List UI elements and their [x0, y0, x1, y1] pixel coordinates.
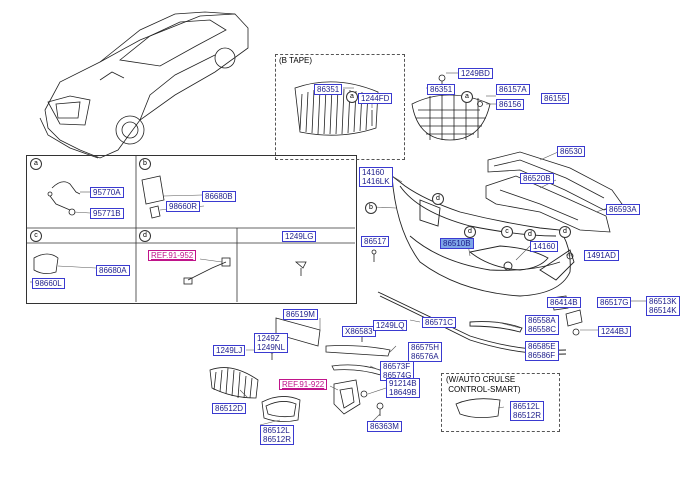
part-label-86512D[interactable]: 86512D: [212, 403, 247, 414]
part-label-86519M[interactable]: 86519M: [283, 309, 318, 320]
part-label-86517[interactable]: 86517: [361, 236, 390, 247]
part-label-86680B[interactable]: 86680B: [202, 191, 236, 202]
car-illustration: [39, 11, 249, 159]
part-label-91214B-18649B[interactable]: 91214B 18649B: [386, 378, 420, 398]
section-d-marker: d: [139, 230, 151, 242]
part-label-14160[interactable]: 14160: [530, 241, 559, 252]
callout-d-3: d: [524, 229, 536, 241]
part-label-86351-left[interactable]: 86351: [314, 84, 343, 95]
section-b-marker: b: [139, 158, 151, 170]
part-label-98660R[interactable]: 98660R: [166, 201, 201, 212]
part-label-86155[interactable]: 86155: [541, 93, 570, 104]
part-label-95771B[interactable]: 95771B: [90, 208, 124, 219]
fog-bracket: [333, 379, 361, 415]
fog-grille-left: [209, 367, 301, 422]
part-label-86512L-86512R[interactable]: 86512L 86512R: [260, 425, 295, 445]
front-bumper: [391, 175, 575, 297]
callout-a-left: a: [346, 91, 358, 103]
part-label-86593A[interactable]: 86593A: [606, 204, 640, 215]
part-label-86512L-86512R-cruise[interactable]: 86512L 86512R: [510, 401, 545, 421]
callout-a-right: a: [461, 91, 473, 103]
callout-d-2: d: [464, 226, 476, 238]
part-label-86575H-86576A[interactable]: 86575H 86576A: [408, 342, 443, 362]
grille-upper-left: [294, 81, 379, 136]
part-label-1244FD[interactable]: 1244FD: [358, 93, 393, 104]
part-label-86510B[interactable]: 86510B: [440, 238, 474, 249]
b-tape-caption: (B TAPE): [279, 56, 313, 65]
callout-d-1: d: [432, 193, 444, 205]
part-label-86517G[interactable]: 86517G: [597, 297, 632, 308]
panel-grid: [26, 155, 355, 302]
part-label-86513K-86514K[interactable]: 86513K 86514K: [646, 296, 680, 316]
part-label-X86583[interactable]: X86583: [342, 326, 376, 337]
section-c-marker: c: [30, 230, 42, 242]
part-label-86156[interactable]: 86156: [496, 99, 525, 110]
part-label-1491AD[interactable]: 1491AD: [584, 250, 619, 261]
auto-cruise-caption: (W/AUTO CRULSE CONTROL-SMART): [446, 375, 521, 394]
part-label-1244BJ[interactable]: 1244BJ: [598, 326, 632, 337]
part-label-1249Z-1249NL[interactable]: 1249Z 1249NL: [254, 333, 289, 353]
ref-label-91-922[interactable]: REF.91-922: [279, 379, 328, 390]
part-label-86414B[interactable]: 86414B: [547, 297, 581, 308]
part-label-86520B[interactable]: 86520B: [520, 173, 554, 184]
auto-cruise-frame: [441, 373, 560, 432]
part-label-86157A[interactable]: 86157A: [496, 84, 530, 95]
part-label-1249LQ[interactable]: 1249LQ: [373, 320, 408, 331]
part-label-86680A[interactable]: 86680A: [96, 265, 130, 276]
section-a-marker: a: [30, 158, 42, 170]
sub-parts-panel: [26, 155, 357, 304]
part-label-86571C[interactable]: 86571C: [422, 317, 457, 328]
part-label-1249LJ[interactable]: 1249LJ: [213, 345, 246, 356]
part-label-86585E-86586F[interactable]: 86585E 86586F: [525, 341, 559, 361]
part-label-98660L[interactable]: 98660L: [32, 278, 65, 289]
b-tape-frame: [275, 54, 405, 160]
part-label-1249LG[interactable]: 1249LG: [282, 231, 317, 242]
bumper-beam: [485, 151, 623, 233]
cruise-cover: [455, 398, 501, 418]
callout-c: c: [501, 226, 513, 238]
part-label-14160-1416LK[interactable]: 14160 1416LK: [359, 167, 393, 187]
part-label-86530[interactable]: 86530: [557, 146, 586, 157]
callout-d-4: d: [559, 226, 571, 238]
part-label-95770A[interactable]: 95770A: [90, 187, 124, 198]
part-label-86351-right[interactable]: 86351: [427, 84, 456, 95]
ref-label-91-952[interactable]: REF.91-952: [148, 250, 197, 261]
part-label-1249BD[interactable]: 1249BD: [458, 68, 493, 79]
callout-b: b: [365, 202, 377, 214]
part-label-86363M[interactable]: 86363M: [367, 421, 402, 432]
part-label-86558A-86558C[interactable]: 86558A 86558C: [525, 315, 560, 335]
